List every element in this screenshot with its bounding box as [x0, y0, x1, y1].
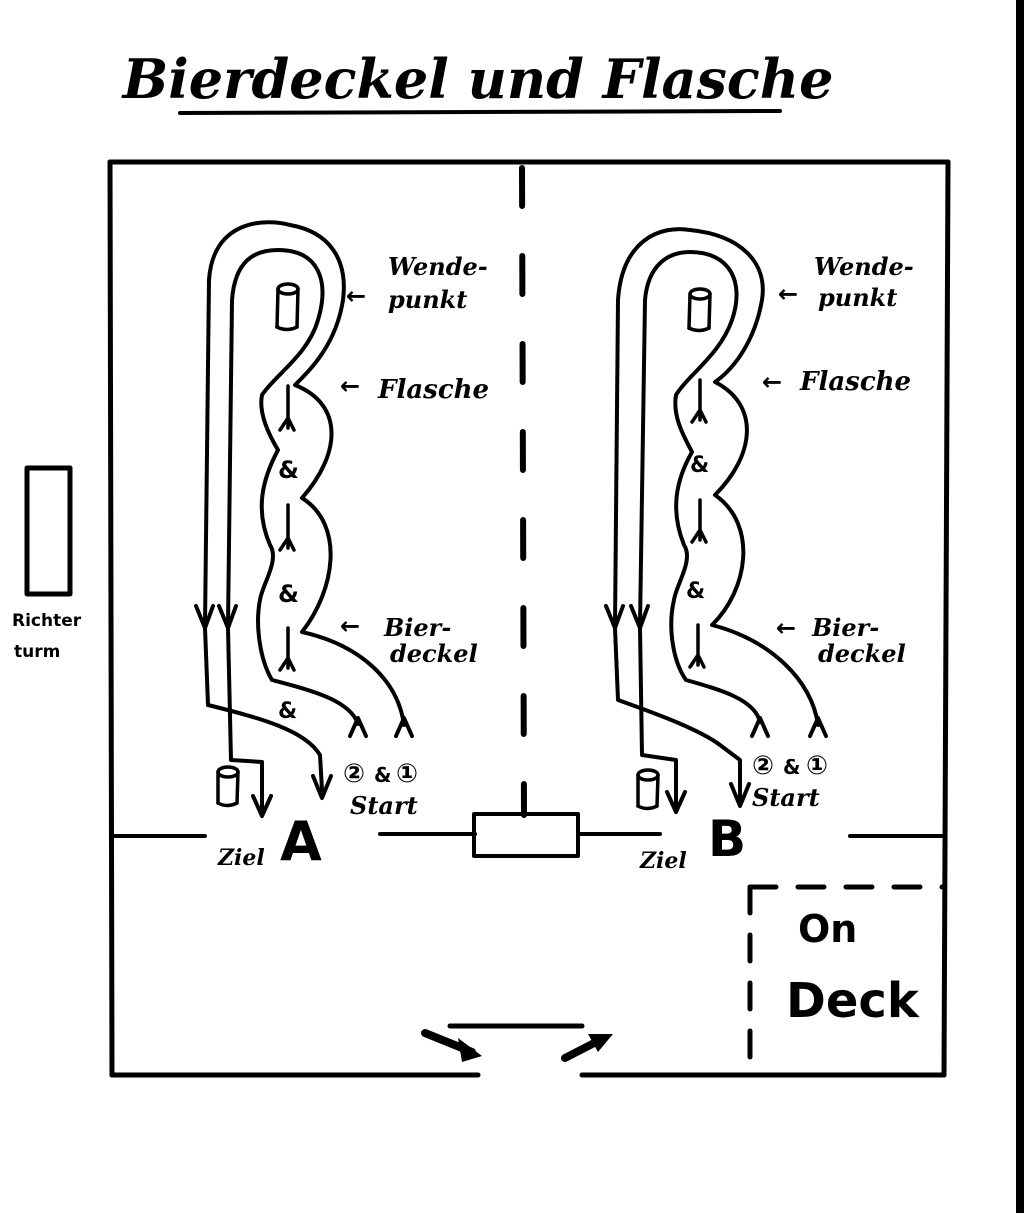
- lane-b-start-label: Start: [752, 783, 820, 812]
- lane-b-start-num-2: ②: [752, 751, 774, 781]
- judge-tower: [24, 465, 73, 597]
- lane-b-coaster-label-2: deckel: [818, 639, 906, 668]
- lane-a-start-num-2: ②: [343, 759, 365, 789]
- lane-b-inner-path: [638, 250, 762, 724]
- lane-b-bottle-label: Flasche: [799, 367, 911, 397]
- lane-a-bottle-label: Flasche: [377, 375, 489, 405]
- lane-a-coaster-2: &: [278, 580, 299, 608]
- lane-b-start-amp: &: [783, 755, 800, 779]
- arena-boundary: [107, 159, 951, 1078]
- lane-b-finish-marker: [636, 768, 660, 811]
- lane-a-bottle-arrow: ←: [340, 372, 360, 400]
- lane-b-bottle-arrow: ←: [762, 368, 782, 396]
- lane-b-turn-label-1: Wende-: [814, 252, 914, 281]
- lane-a-coaster-label-2: deckel: [390, 639, 478, 668]
- lane-a-finish-label: Ziel: [217, 845, 265, 871]
- lane-a: & & & Wende- ← punkt ← Flasche ← Bier- d…: [194, 220, 489, 873]
- lane-b-coaster-label-1: Bier-: [811, 613, 879, 642]
- lane-a-start-amp: &: [374, 763, 391, 787]
- lane-b-turn-arrow: ←: [778, 280, 798, 308]
- lane-a-outer-path: [203, 220, 406, 727]
- diagram-title: Bierdeckel und Flasche: [121, 47, 834, 111]
- title-underline: [178, 109, 782, 115]
- lane-a-start-label: Start: [350, 791, 418, 820]
- judge-tower-label-1: Richter: [12, 611, 82, 631]
- lane-a-turn-label-1: Wende-: [388, 252, 488, 281]
- on-deck-area: [747, 884, 947, 1078]
- judge-table: [472, 812, 580, 858]
- scan-edge: [1016, 0, 1024, 1213]
- lane-b: & & Wende- ← punkt ← Flasche ← Bier- dec…: [604, 227, 914, 874]
- judge-tower-label-2: turm: [14, 642, 60, 662]
- start-finish-line: [113, 832, 944, 838]
- lane-b-start-num-1: ①: [806, 751, 828, 781]
- lane-b-outer-path: [613, 227, 820, 727]
- lane-b-coaster-arrow: ←: [776, 614, 796, 642]
- lane-a-finish-marker: [216, 765, 240, 808]
- lane-a-turn-label-2: punkt: [388, 285, 467, 314]
- gate-arrows: [421, 1023, 613, 1062]
- lane-a-coaster-3: &: [278, 699, 297, 724]
- lane-b-letter: B: [708, 810, 746, 868]
- center-divider: [519, 165, 527, 818]
- lane-a-inner-path: [226, 248, 360, 726]
- lane-b-bottles: [688, 378, 708, 669]
- lane-b-turn-marker: [687, 287, 712, 333]
- lane-a-start-num-1: ①: [396, 759, 418, 789]
- lane-a-coaster-arrow: ←: [340, 612, 360, 640]
- lane-b-coaster-1: &: [690, 453, 709, 478]
- lane-a-bottles: [278, 384, 296, 672]
- lane-a-turn-arrow: ←: [346, 282, 366, 310]
- lane-b-finish-label: Ziel: [639, 848, 687, 874]
- on-deck-label-1: On: [798, 907, 857, 951]
- lane-b-coaster-2: &: [686, 579, 705, 604]
- lane-a-turn-marker: [275, 282, 300, 332]
- lane-a-letter: A: [280, 810, 322, 873]
- on-deck-label-2: Deck: [786, 973, 920, 1029]
- lane-b-turn-label-2: punkt: [818, 283, 897, 312]
- lane-a-coaster-1: &: [278, 456, 299, 484]
- lane-a-coaster-label-1: Bier-: [383, 613, 451, 642]
